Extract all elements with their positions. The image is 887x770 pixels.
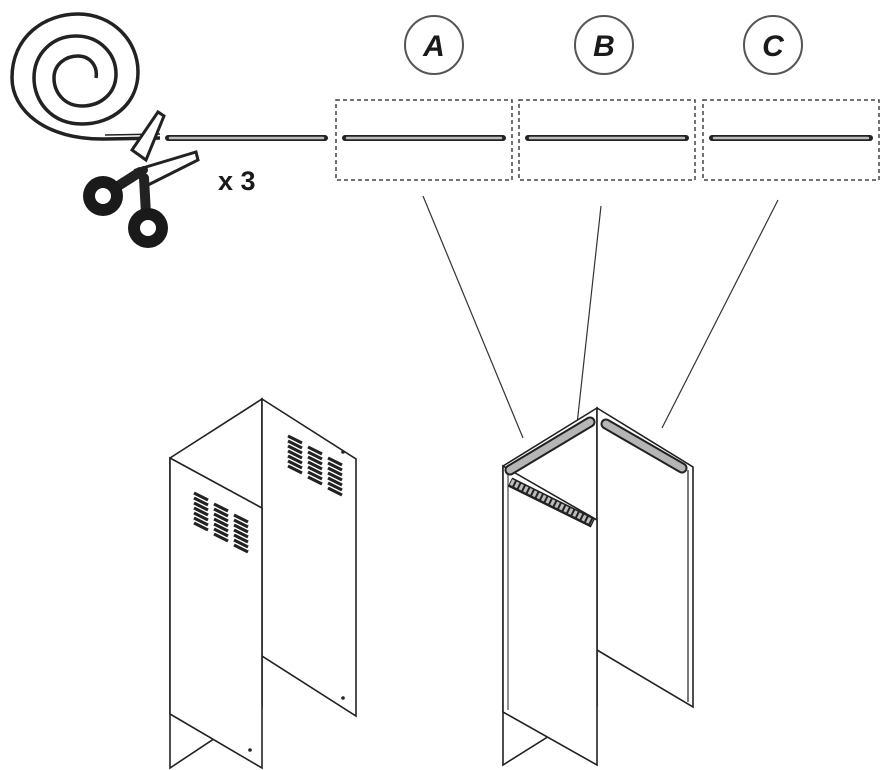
enclosure-with-vents [169, 397, 357, 770]
vent-slots-left [193, 491, 249, 554]
strip-a-label: A [422, 30, 445, 63]
applied-strip-b [507, 477, 596, 528]
strip-b-badge: B [574, 15, 634, 75]
strip-b-box [518, 99, 696, 181]
cut-count-label: x 3 [218, 166, 256, 196]
leader-line-c [661, 199, 779, 429]
applied-strip-c [600, 418, 688, 474]
strip-a-box [335, 99, 513, 181]
applied-strip-a [504, 416, 596, 476]
strip-c-box [702, 99, 880, 181]
strip-c-label: C [762, 30, 785, 63]
scissors-icon [83, 109, 200, 248]
strip-c-badge: C [743, 15, 803, 75]
strip-a-badge: A [404, 15, 464, 75]
enclosure-with-tape [502, 406, 694, 767]
tape-roll-icon [10, 12, 161, 141]
strip-b-label: B [593, 30, 615, 63]
vent-slots-right [287, 434, 343, 497]
leader-line-a [422, 195, 524, 439]
